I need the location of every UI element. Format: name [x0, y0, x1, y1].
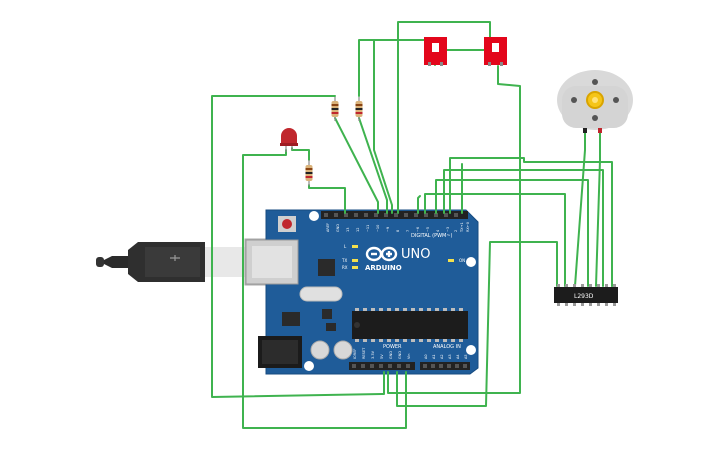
power-header[interactable] [349, 362, 415, 370]
wire[interactable] [396, 241, 558, 407]
on-label: ON [459, 258, 465, 263]
analog-header[interactable] [420, 362, 470, 370]
pin-label: 2 [454, 230, 458, 232]
rx-label: RX [342, 265, 348, 270]
tx-label: TX [341, 258, 347, 263]
aref-pin-label: AREF [326, 223, 330, 232]
pin-label: Vin [407, 353, 411, 359]
board-model: UNO [401, 247, 430, 262]
pin-label: 7 [406, 230, 410, 232]
pin-label: IOREF [353, 349, 357, 359]
pin-label: ~9 [386, 227, 390, 232]
pin-label: 3.3V [371, 350, 375, 359]
wire[interactable] [308, 184, 346, 214]
digital-pin-labels: AREF GND 13 12 ~11 ~10 ~9 8 7 ~6 ~5 4 ~3… [326, 222, 470, 233]
arduino-uno-board[interactable]: ARDUINO UNO DIGITAL (PWM~) POWER ANALOG … [245, 209, 479, 375]
pin-label: 4 [436, 229, 440, 232]
wire[interactable] [387, 65, 521, 394]
power-label: POWER [383, 344, 402, 350]
driver-label: L293D [574, 293, 594, 300]
mounting-hole [466, 257, 476, 267]
tx-led [352, 259, 358, 262]
l293d-driver[interactable]: L293D [554, 284, 618, 306]
arduino-logo-icon [365, 246, 398, 262]
mounting-hole [309, 211, 319, 221]
wire[interactable] [373, 39, 393, 214]
pin-label: 8 [396, 230, 400, 232]
power-pin-labels: IOREF RESET 3.3V 5V GND GND Vin [353, 347, 411, 359]
pin-label: A2 [440, 354, 444, 359]
wire[interactable] [435, 179, 589, 287]
slide-switch[interactable] [424, 37, 447, 66]
wire[interactable] [211, 95, 385, 398]
wire[interactable] [242, 149, 407, 429]
resistor[interactable] [305, 160, 313, 186]
board-brand: ARDUINO [365, 264, 402, 272]
on-led [448, 259, 454, 262]
pin-label: A3 [448, 354, 452, 359]
wire[interactable] [574, 129, 586, 287]
resistor[interactable] [331, 97, 339, 121]
wire[interactable] [334, 117, 379, 214]
resistor[interactable] [355, 97, 363, 121]
gnd-pin-label: GND [336, 224, 340, 232]
wires[interactable] [211, 21, 613, 429]
pin-label: ~6 [416, 227, 420, 232]
mounting-hole [466, 345, 476, 355]
rx-led [352, 266, 358, 269]
analog-label: ANALOG IN [433, 344, 461, 350]
digital-header-label: DIGITAL (PWM~) [411, 233, 453, 239]
pin-label: TX→1 [460, 222, 464, 233]
wire[interactable] [291, 147, 310, 161]
digital-header[interactable] [321, 211, 468, 219]
red-led[interactable] [280, 128, 298, 152]
wire[interactable] [358, 117, 388, 214]
pin-label: GND [389, 351, 393, 359]
dc-motor[interactable] [557, 70, 633, 133]
pin-label: 12 [356, 228, 360, 232]
wire[interactable] [417, 195, 421, 214]
pin-label: ~11 [366, 225, 370, 232]
pin-label: RX←0 [466, 222, 470, 232]
reset-button[interactable] [278, 216, 296, 232]
pin-label: A4 [456, 354, 460, 359]
pin-label: A1 [432, 354, 436, 359]
pin-label: A0 [424, 354, 428, 359]
pin-label: A5 [464, 354, 468, 359]
wire[interactable] [358, 39, 426, 97]
pin-label: GND [398, 351, 402, 359]
analog-pin-labels: A0 A1 A2 A3 A4 A5 [424, 354, 468, 359]
pin-label: ~10 [376, 225, 380, 232]
mounting-hole [304, 361, 314, 371]
l-led [352, 245, 358, 248]
slide-switch[interactable] [484, 37, 507, 66]
l-label: L [344, 244, 347, 249]
wire[interactable] [397, 21, 491, 214]
pin-label: 5V [380, 354, 384, 359]
atmega-chip [352, 308, 468, 342]
wire[interactable] [443, 169, 604, 287]
pin-label: ~5 [426, 227, 430, 232]
wire[interactable] [595, 129, 601, 287]
pin-label: RESET [362, 347, 366, 359]
pin-label: 13 [346, 228, 350, 232]
wire[interactable] [424, 193, 566, 287]
pin-label: ~3 [446, 227, 450, 232]
